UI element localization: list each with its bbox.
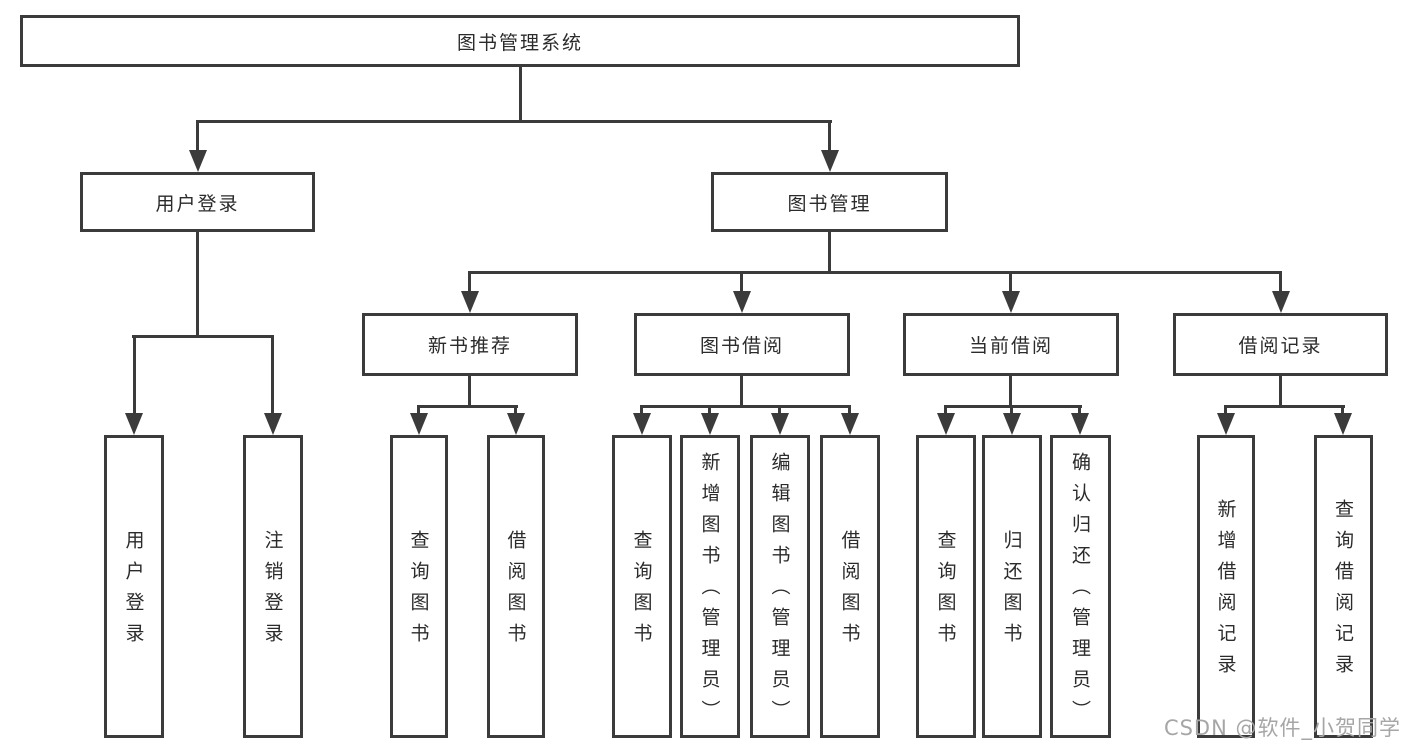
- leaf-confirm-return-admin: 确认归还（管理员）: [1050, 435, 1111, 738]
- down-arrow-borrow-record: [1272, 291, 1290, 313]
- connector-borrow-record-hline: [1224, 405, 1345, 408]
- down-arrow-br-query: [1334, 413, 1352, 435]
- connector-current-borrow-stem: [1009, 375, 1012, 407]
- connector-drop-current-borrow: [1009, 271, 1012, 293]
- connector-current-borrow-hline: [944, 405, 1082, 408]
- connector-drop-new-book: [468, 271, 471, 293]
- node-user-login: 用户登录: [80, 172, 315, 232]
- connector-drop-bb-edit: [778, 405, 781, 415]
- node-current-borrow: 当前借阅: [903, 313, 1119, 376]
- connector-drop-cb-return: [1010, 405, 1013, 415]
- connector-borrow-record-stem: [1279, 375, 1282, 407]
- connector-drop-bb-borrow: [848, 405, 851, 415]
- leaf-borrow-books-recommend: 借阅图书: [487, 435, 545, 738]
- leaf-query-borrow-record: 查询借阅记录: [1314, 435, 1373, 738]
- connector-book-borrow-hline: [640, 405, 851, 408]
- connector-drop-user-login: [196, 120, 199, 152]
- connector-book-borrow-stem: [740, 375, 743, 407]
- node-book-management: 图书管理: [711, 172, 948, 232]
- down-arrow-book-management: [821, 150, 839, 172]
- leaf-return-books: 归还图书: [982, 435, 1042, 738]
- down-arrow-leaf-logout: [264, 413, 282, 435]
- down-arrow-leaf-user-login: [125, 413, 143, 435]
- down-arrow-cb-return: [1003, 413, 1021, 435]
- connector-drop-borrow-record: [1279, 271, 1282, 293]
- down-arrow-cb-query: [937, 413, 955, 435]
- down-arrow-nb-borrow: [507, 413, 525, 435]
- down-arrow-user-login: [189, 150, 207, 172]
- connector-drop-nb-borrow: [514, 405, 517, 415]
- down-arrow-bb-query: [633, 413, 651, 435]
- node-book-borrow: 图书借阅: [634, 313, 850, 376]
- watermark: CSDN @软件_小贺同学: [1163, 716, 1401, 740]
- leaf-add-borrow-record: 新增借阅记录: [1197, 435, 1255, 738]
- down-arrow-cb-confirm: [1071, 413, 1089, 435]
- connector-drop-nb-query: [417, 405, 420, 415]
- down-arrow-bb-edit: [771, 413, 789, 435]
- connector-drop-cb-confirm: [1078, 405, 1081, 415]
- connector-book-management-hline: [468, 271, 1282, 274]
- node-borrow-record: 借阅记录: [1173, 313, 1388, 376]
- leaf-query-books-current: 查询图书: [916, 435, 976, 738]
- leaf-user-login: 用户登录: [104, 435, 164, 738]
- connector-drop-bb-query: [640, 405, 643, 415]
- down-arrow-bb-add: [701, 413, 719, 435]
- down-arrow-new-book: [461, 291, 479, 313]
- connector-root-hline: [196, 120, 832, 123]
- down-arrow-bb-borrow: [841, 413, 859, 435]
- connector-root-stem: [519, 66, 522, 122]
- leaf-add-books-admin: 新增图书（管理员）: [680, 435, 740, 738]
- leaf-query-books-borrow: 查询图书: [612, 435, 672, 738]
- leaf-borrow-books: 借阅图书: [820, 435, 880, 738]
- connector-drop-book-borrow: [740, 271, 743, 293]
- leaf-logout-login: 注销登录: [243, 435, 303, 738]
- connector-drop-leaf-user-login: [133, 335, 136, 415]
- connector-new-book-hline: [417, 405, 518, 408]
- down-arrow-current-borrow: [1002, 291, 1020, 313]
- connector-book-management-stem: [828, 231, 831, 273]
- leaf-query-books-recommend: 查询图书: [390, 435, 448, 738]
- connector-drop-book-management: [828, 120, 831, 152]
- node-new-book-recommend: 新书推荐: [362, 313, 578, 376]
- connector-drop-cb-query: [944, 405, 947, 415]
- leaf-edit-books-admin: 编辑图书（管理员）: [750, 435, 810, 738]
- connector-user-login-hline: [132, 335, 274, 338]
- down-arrow-br-add: [1217, 413, 1235, 435]
- node-library-management-system: 图书管理系统: [20, 15, 1020, 67]
- connector-drop-br-query: [1341, 405, 1344, 415]
- connector-drop-br-add: [1224, 405, 1227, 415]
- down-arrow-book-borrow: [733, 291, 751, 313]
- down-arrow-nb-query: [410, 413, 428, 435]
- connector-drop-leaf-logout: [271, 335, 274, 415]
- connector-user-login-stem: [196, 231, 199, 337]
- connector-drop-bb-add: [708, 405, 711, 415]
- connector-new-book-stem: [468, 375, 471, 407]
